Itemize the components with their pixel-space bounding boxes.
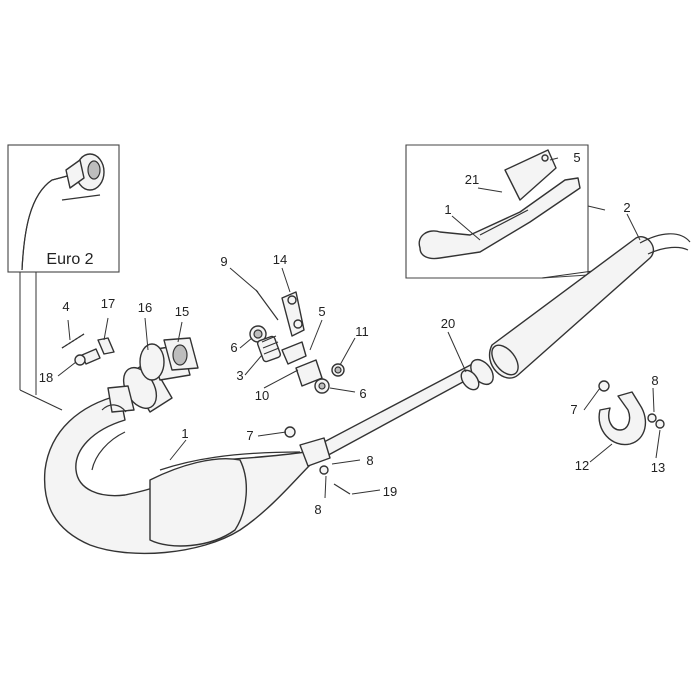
callout-5-main: 5: [318, 304, 325, 319]
callout-21: 21: [465, 172, 479, 187]
callout-13: 13: [651, 460, 665, 475]
leader-lines: [57, 157, 661, 499]
callout-19: 19: [383, 484, 397, 499]
silencer-clamp: [598, 380, 665, 446]
callout-14: 14: [273, 252, 287, 267]
callout-1-main: 1: [181, 426, 188, 441]
callout-15: 15: [175, 304, 189, 319]
callout-7-main: 7: [246, 428, 253, 443]
bracket-assembly: [249, 289, 351, 495]
callout-7-clamp: 7: [570, 402, 577, 417]
callout-8-upper: 8: [366, 453, 373, 468]
callout-8-clamp: 8: [651, 373, 658, 388]
callouts: 1 1 2 3 4 5 5 6 6 7 7 8 8 8 9 10 11 12 1…: [39, 150, 665, 517]
callout-16: 16: [138, 300, 152, 315]
inset-label: Euro 2: [46, 251, 93, 268]
callout-8-lower: 8: [314, 502, 321, 517]
callout-3: 3: [236, 368, 243, 383]
callout-10: 10: [255, 388, 269, 403]
callout-20: 20: [441, 316, 455, 331]
small-hardware-left: [61, 333, 115, 366]
callout-9: 9: [220, 254, 227, 269]
silencer: [460, 233, 691, 391]
callout-1-inset: 1: [444, 202, 451, 217]
callout-4: 4: [62, 299, 69, 314]
silencer-variant-inset: [405, 144, 606, 279]
callout-11: 11: [355, 324, 369, 339]
manifold-flange: [101, 337, 199, 413]
callout-18: 18: [39, 370, 53, 385]
euro2-inset: Euro 2: [7, 144, 120, 273]
callout-2: 2: [623, 200, 630, 215]
callout-6-right: 6: [359, 386, 366, 401]
callout-6-left: 6: [230, 340, 237, 355]
callout-12: 12: [575, 458, 589, 473]
callout-17: 17: [101, 296, 115, 311]
callout-5-inset: 5: [573, 150, 580, 165]
